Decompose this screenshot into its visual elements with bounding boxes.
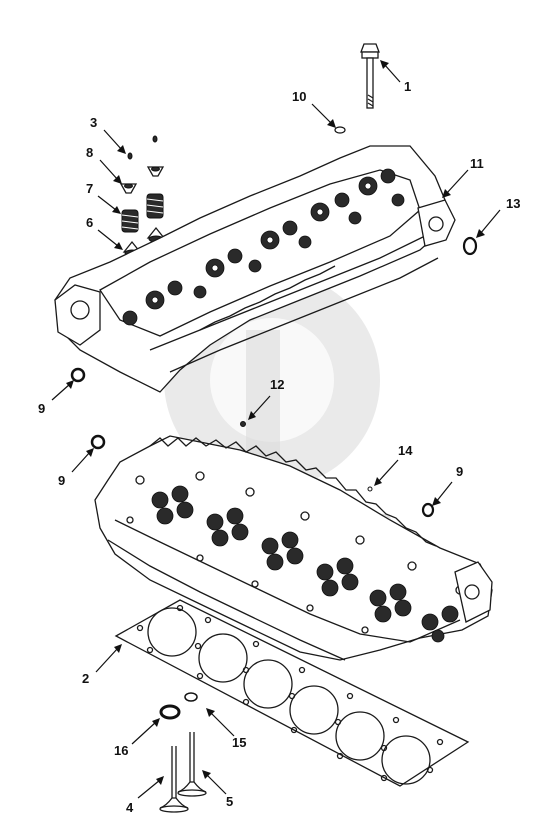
callout-14: 14	[398, 443, 413, 458]
seal-10	[334, 126, 346, 134]
callout-16: 16	[114, 743, 128, 758]
callout-15: 15	[232, 735, 246, 750]
leader-lines	[51, 60, 501, 799]
callout-8: 8	[86, 145, 93, 160]
o-ring-13	[462, 236, 478, 256]
seal-9-left	[90, 434, 106, 450]
callout-10: 10	[292, 89, 306, 104]
valve-seal-15	[184, 692, 198, 702]
callout-1: 1	[404, 79, 411, 94]
callout-9-upper: 9	[38, 401, 45, 416]
exhaust-valve	[177, 732, 207, 797]
intake-valve	[159, 746, 189, 813]
head-bolt	[360, 43, 380, 109]
callout-3: 3	[90, 115, 97, 130]
seal-9-right	[421, 502, 435, 518]
cylinder-head	[94, 435, 493, 661]
callout-9-right: 9	[456, 464, 463, 479]
head-gasket	[114, 599, 470, 787]
dowel-12	[240, 421, 246, 427]
callout-12: 12	[270, 377, 284, 392]
callout-13: 13	[506, 196, 520, 211]
callout-labels: 1 10 3 8 7 6 11 13 9 12 9 14 9 2 16 15 4…	[38, 79, 520, 815]
callout-4: 4	[126, 800, 134, 815]
seal-9-upper	[70, 367, 86, 383]
callout-11: 11	[470, 156, 484, 171]
callout-6: 6	[86, 215, 93, 230]
callout-2: 2	[82, 671, 89, 686]
spring-retainers	[119, 166, 165, 194]
callout-5: 5	[226, 794, 233, 809]
callout-7: 7	[86, 181, 93, 196]
valve-springs	[121, 193, 164, 233]
callout-9-left: 9	[58, 473, 65, 488]
valve-keepers	[127, 135, 158, 160]
dowel-14	[367, 486, 373, 492]
valve-seal-16	[159, 704, 181, 720]
valve-cover	[54, 145, 456, 393]
